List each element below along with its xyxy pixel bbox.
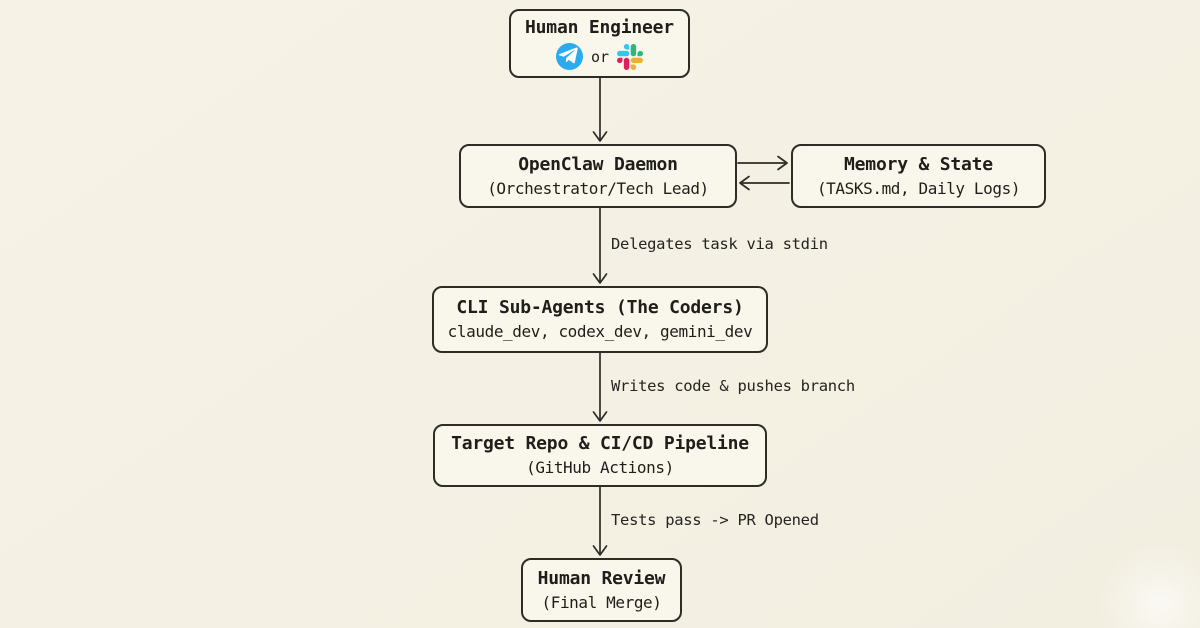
or-label: or	[590, 47, 610, 66]
node-subtitle: claude_dev, codex_dev, gemini_dev	[447, 322, 753, 341]
node-human-engineer: Human Engineer or	[509, 9, 690, 78]
node-target-repo-cicd: Target Repo & CI/CD Pipeline (GitHub Act…	[433, 424, 767, 487]
arrow-cli-to-repo	[592, 352, 608, 422]
node-subtitle: (GitHub Actions)	[526, 458, 674, 477]
node-title: CLI Sub-Agents (The Coders)	[456, 297, 744, 318]
edge-label-writes-code: Writes code & pushes branch	[611, 377, 855, 395]
node-openclaw-daemon: OpenClaw Daemon (Orchestrator/Tech Lead)	[459, 144, 737, 208]
arrow-memory-to-openclaw	[739, 175, 790, 191]
node-cli-sub-agents: CLI Sub-Agents (The Coders) claude_dev, …	[432, 286, 768, 353]
node-title: Target Repo & CI/CD Pipeline	[451, 433, 749, 454]
node-memory-state: Memory & State (TASKS.md, Daily Logs)	[791, 144, 1046, 208]
slack-icon	[617, 43, 644, 70]
node-title: OpenClaw Daemon	[518, 153, 678, 175]
edge-label-tests-pass: Tests pass -> PR Opened	[611, 511, 819, 529]
arrow-repo-to-review	[592, 486, 608, 556]
telegram-icon	[555, 43, 583, 70]
node-subtitle: (TASKS.md, Daily Logs)	[816, 178, 1021, 198]
watermark-glow	[1090, 535, 1200, 628]
node-subtitle: (Orchestrator/Tech Lead)	[487, 178, 709, 198]
arrow-human-to-openclaw	[592, 77, 608, 142]
node-title: Human Engineer	[525, 17, 674, 38]
arrow-openclaw-to-cli	[592, 207, 608, 284]
node-subtitle: (Final Merge)	[541, 592, 662, 612]
edge-label-delegates-task: Delegates task via stdin	[611, 235, 828, 253]
node-title: Memory & State	[844, 153, 993, 175]
channel-icons-row: or	[555, 43, 644, 70]
arrow-openclaw-to-memory	[737, 155, 788, 171]
node-title: Human Review	[537, 567, 666, 589]
node-human-review: Human Review (Final Merge)	[521, 558, 682, 622]
